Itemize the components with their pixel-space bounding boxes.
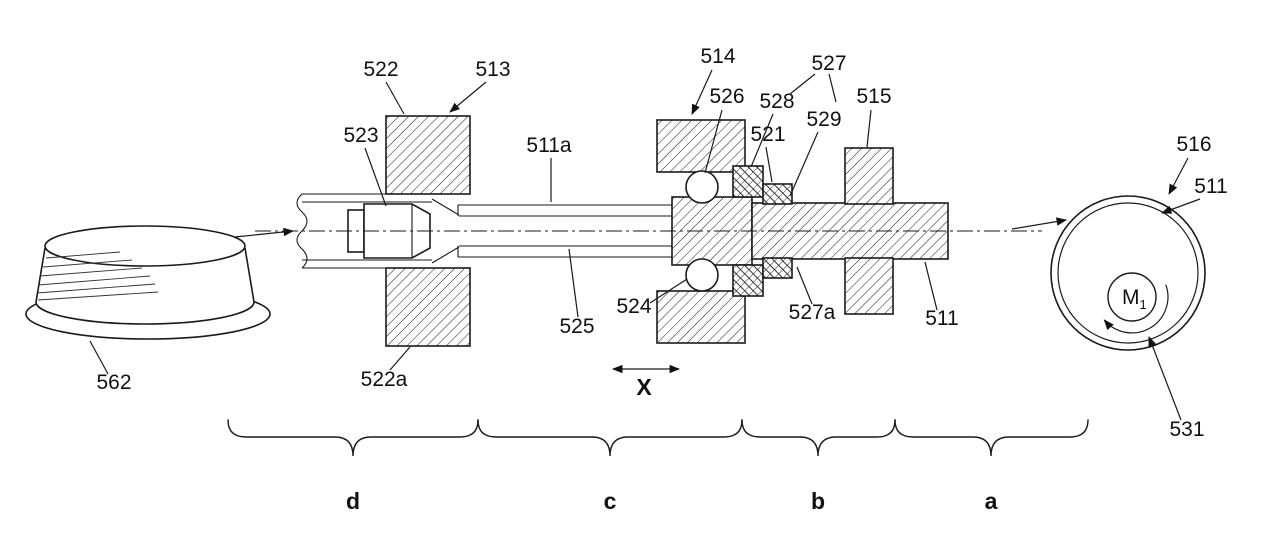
section-label-b: b: [811, 488, 825, 514]
bearing-housing-lower: [656, 290, 746, 344]
yarn-texture-lines: [36, 251, 159, 301]
label-527: 527: [811, 52, 846, 75]
support-block-upper: [844, 147, 894, 205]
section-label-d: d: [346, 488, 360, 514]
label-526: 526: [709, 85, 744, 108]
label-511a: 511a: [526, 134, 571, 157]
yarn-package: [25, 225, 271, 340]
thread-line-right: [1011, 217, 1068, 230]
label-521: 521: [750, 123, 785, 146]
spindle-inlet-funnel: [431, 198, 460, 264]
shaft-bearing-section: [671, 196, 753, 266]
label-511-right: 511: [1194, 175, 1227, 198]
wall-block-upper: [385, 115, 471, 195]
section-letters: d c b a: [346, 488, 998, 514]
leader-lines: [89, 69, 1201, 421]
label-522: 522: [363, 58, 398, 81]
brace-d: [227, 419, 479, 457]
label-513: 513: [475, 58, 510, 81]
label-522a: 522a: [361, 368, 408, 391]
label-528: 528: [759, 90, 794, 113]
label-516: 516: [1176, 133, 1211, 156]
label-524: 524: [616, 295, 651, 318]
label-529: 529: [806, 108, 841, 131]
rotation-arrow: [1103, 284, 1169, 334]
brace-c: [477, 419, 743, 457]
section-braces: [227, 419, 1089, 457]
section-label-a: a: [985, 488, 998, 514]
section-label-c: c: [604, 488, 617, 514]
label-515: 515: [856, 85, 891, 108]
collar-assembly-upper: [732, 165, 793, 205]
label-514: 514: [700, 45, 735, 68]
thread-line-left: [234, 227, 295, 238]
winding-roller: M1: [1050, 195, 1206, 351]
label-531: 531: [1169, 418, 1204, 441]
brace-b: [741, 419, 896, 457]
wall-block-lower: [385, 267, 471, 347]
label-527a: 527a: [789, 301, 836, 324]
part-labels: 522 513 523 511a 514 526 527 528 521 529…: [96, 45, 1227, 441]
motor-hub: [1107, 272, 1157, 322]
label-562: 562: [96, 371, 131, 394]
label-525: 525: [559, 315, 594, 338]
collar-assembly-lower: [732, 257, 793, 297]
axis-label-x: X: [636, 374, 652, 400]
bearing-ball-lower: [685, 258, 719, 292]
bearing-ball-upper: [685, 170, 719, 204]
bearing-housing-upper: [656, 119, 746, 173]
motor-subscript: 1: [1140, 297, 1147, 312]
label-523: 523: [343, 124, 378, 147]
motor-letter: M: [1122, 286, 1140, 309]
support-block-lower: [844, 257, 894, 315]
brace-a: [894, 419, 1089, 457]
x-travel-arrow: X: [611, 364, 681, 400]
label-511-bottom: 511: [925, 307, 958, 330]
motor-text: M1: [1122, 286, 1147, 312]
hollow-spindle: [457, 204, 672, 258]
